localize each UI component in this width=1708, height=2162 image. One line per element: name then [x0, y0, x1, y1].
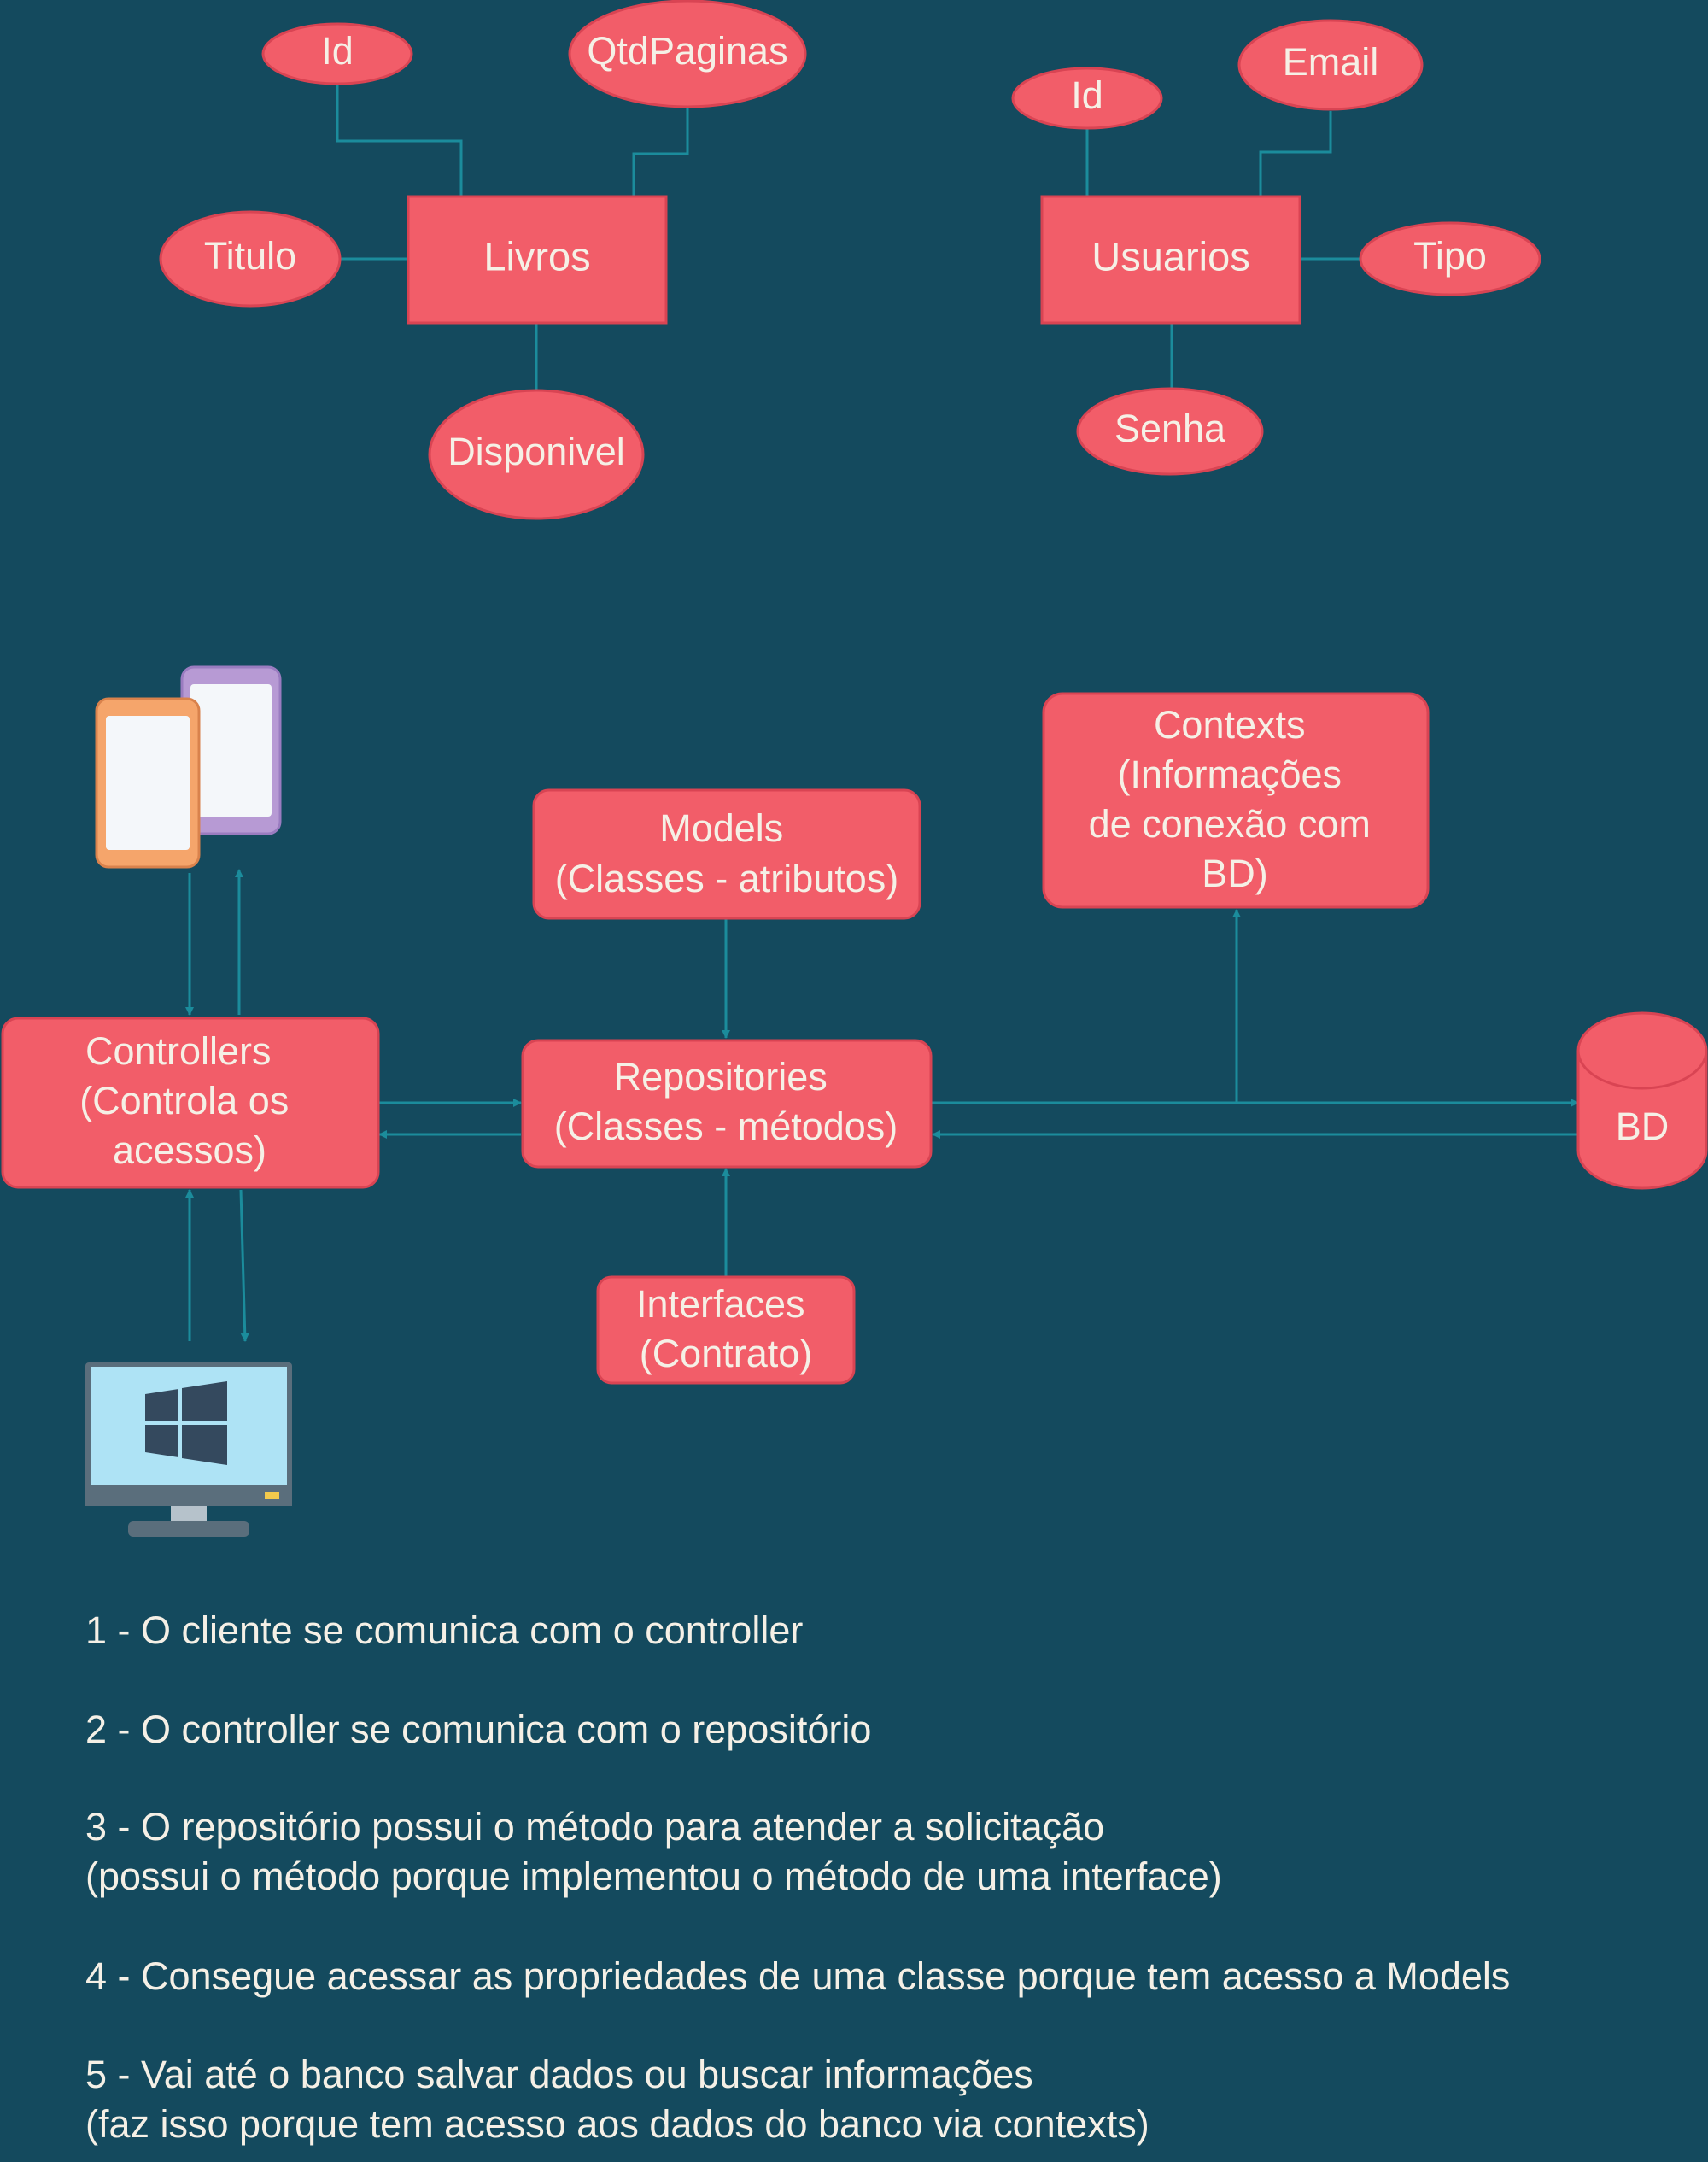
step-1-line-1: 1 - O cliente se comunica com o controll… [85, 1608, 804, 1652]
step-3-line-2: (possui o método porque implementou o mé… [85, 1854, 1222, 1898]
step-4: 4 - Consegue acessar as propriedades de … [85, 1952, 1510, 2001]
interfaces-box[interactable]: Interfaces (Contrato) [596, 1275, 856, 1385]
step-5: 5 - Vai até o banco salvar dados ou busc… [85, 2050, 1149, 2149]
livros-attr-qtdpaginas-label: QtdPaginas [587, 29, 787, 73]
livros-attr-disponivel[interactable]: Disponivel [428, 389, 645, 520]
livros-attr-id[interactable]: Id [261, 22, 413, 85]
windows-logo-icon [145, 1381, 227, 1465]
usuarios-entity[interactable]: Usuarios [1040, 195, 1301, 325]
usuarios-attr-email[interactable]: Email [1237, 19, 1424, 111]
mobile-phones-icon[interactable] [95, 665, 282, 869]
usuarios-attr-email-label: Email [1283, 40, 1379, 84]
repositories-box[interactable]: Repositories (Classes - métodos) [521, 1039, 933, 1169]
livros-attr-titulo-label: Titulo [204, 234, 296, 278]
step-5-line-2: (faz isso porque tem acesso aos dados do… [85, 2102, 1149, 2146]
contexts-line-2: (Informações [1117, 753, 1342, 796]
connector-usuarios-email [1259, 111, 1332, 196]
usuarios-attr-tipo-label: Tipo [1413, 234, 1487, 278]
architecture-connectors [185, 869, 1579, 1342]
bd-database[interactable]: BD [1576, 1011, 1708, 1190]
usuarios-attr-senha[interactable]: Senha [1076, 387, 1264, 476]
livros-attr-id-label: Id [321, 29, 354, 73]
controllers-box[interactable]: Controllers (Controla os acessos) [1, 1017, 380, 1189]
usuarios-attr-tipo[interactable]: Tipo [1359, 221, 1541, 296]
livros-attr-disponivel-label: Disponivel [447, 430, 625, 473]
interfaces-title: Interfaces [636, 1282, 805, 1326]
usuarios-entity-label: Usuarios [1091, 233, 1249, 278]
svg-text:Contexts (Informações: Contexts (Informações de conexão com BD) [1089, 703, 1382, 895]
models-subtitle: (Classes - atributos) [555, 857, 899, 900]
step-2-line-1: 2 - O controller se comunica com o repos… [85, 1708, 872, 1751]
er-diagram-livros: Livros Id QtdPaginas Titulo Disponivel [159, 0, 807, 520]
contexts-box[interactable]: Contexts (Informações de conexão com BD) [1042, 692, 1430, 909]
repositories-title: Repositories [614, 1055, 828, 1099]
step-1: 1 - O cliente se comunica com o controll… [85, 1606, 803, 1655]
database-icon [1576, 1011, 1708, 1190]
step-3: 3 - O repositório possui o método para a… [85, 1802, 1222, 1901]
usuarios-attr-id-label: Id [1071, 73, 1103, 117]
svg-text:Controllers (Controla os: Controllers (Controla os acessos) [79, 1029, 300, 1172]
svg-text:Repositories (Classes -: Repositories (Classes - métodos) [554, 1055, 898, 1148]
bd-label: BD [1616, 1104, 1670, 1148]
livros-attr-titulo[interactable]: Titulo [159, 210, 342, 308]
usuarios-attr-id[interactable]: Id [1011, 67, 1163, 130]
step-4-line-1: 4 - Consegue acessar as propriedades de … [85, 1954, 1511, 1998]
usuarios-attr-senha-label: Senha [1114, 407, 1226, 450]
repositories-subtitle: (Classes - métodos) [554, 1104, 898, 1148]
svg-text:Models (Classes - atribu: Models (Classes - atributos) [555, 806, 899, 900]
er-diagram-usuarios: Usuarios Id Email Tipo Senha [1011, 19, 1541, 476]
contexts-line-4: BD) [1202, 852, 1268, 895]
step-3-line-1: 3 - O repositório possui o método para a… [85, 1805, 1105, 1849]
controllers-title: Controllers [85, 1029, 272, 1073]
usuarios-connectors [1085, 111, 1362, 389]
interfaces-subtitle: (Contrato) [640, 1332, 813, 1375]
models-title: Models [659, 806, 783, 850]
livros-entity-label: Livros [483, 233, 590, 278]
arrow-controllers-to-desktop [239, 1189, 249, 1342]
connector-livros-id [336, 81, 463, 196]
controllers-line-2: (Controla os [79, 1079, 289, 1122]
livros-attr-qtdpaginas[interactable]: QtdPaginas [568, 0, 807, 108]
contexts-line-3: de conexão com [1089, 802, 1371, 846]
step-2: 2 - O controller se comunica com o repos… [85, 1705, 871, 1755]
svg-text:Interfaces (Contrato): Interfaces (Contrato) [636, 1282, 816, 1375]
livros-entity[interactable]: Livros [407, 195, 668, 325]
connector-livros-qtdpaginas [632, 107, 689, 196]
windows-desktop-icon[interactable] [85, 1362, 292, 1537]
models-box[interactable]: Models (Classes - atributos) [532, 788, 921, 920]
livros-connectors [336, 81, 689, 391]
step-5-line-1: 5 - Vai até o banco salvar dados ou busc… [85, 2053, 1033, 2096]
contexts-title: Contexts [1154, 703, 1306, 747]
controllers-line-3: acessos) [113, 1128, 266, 1172]
